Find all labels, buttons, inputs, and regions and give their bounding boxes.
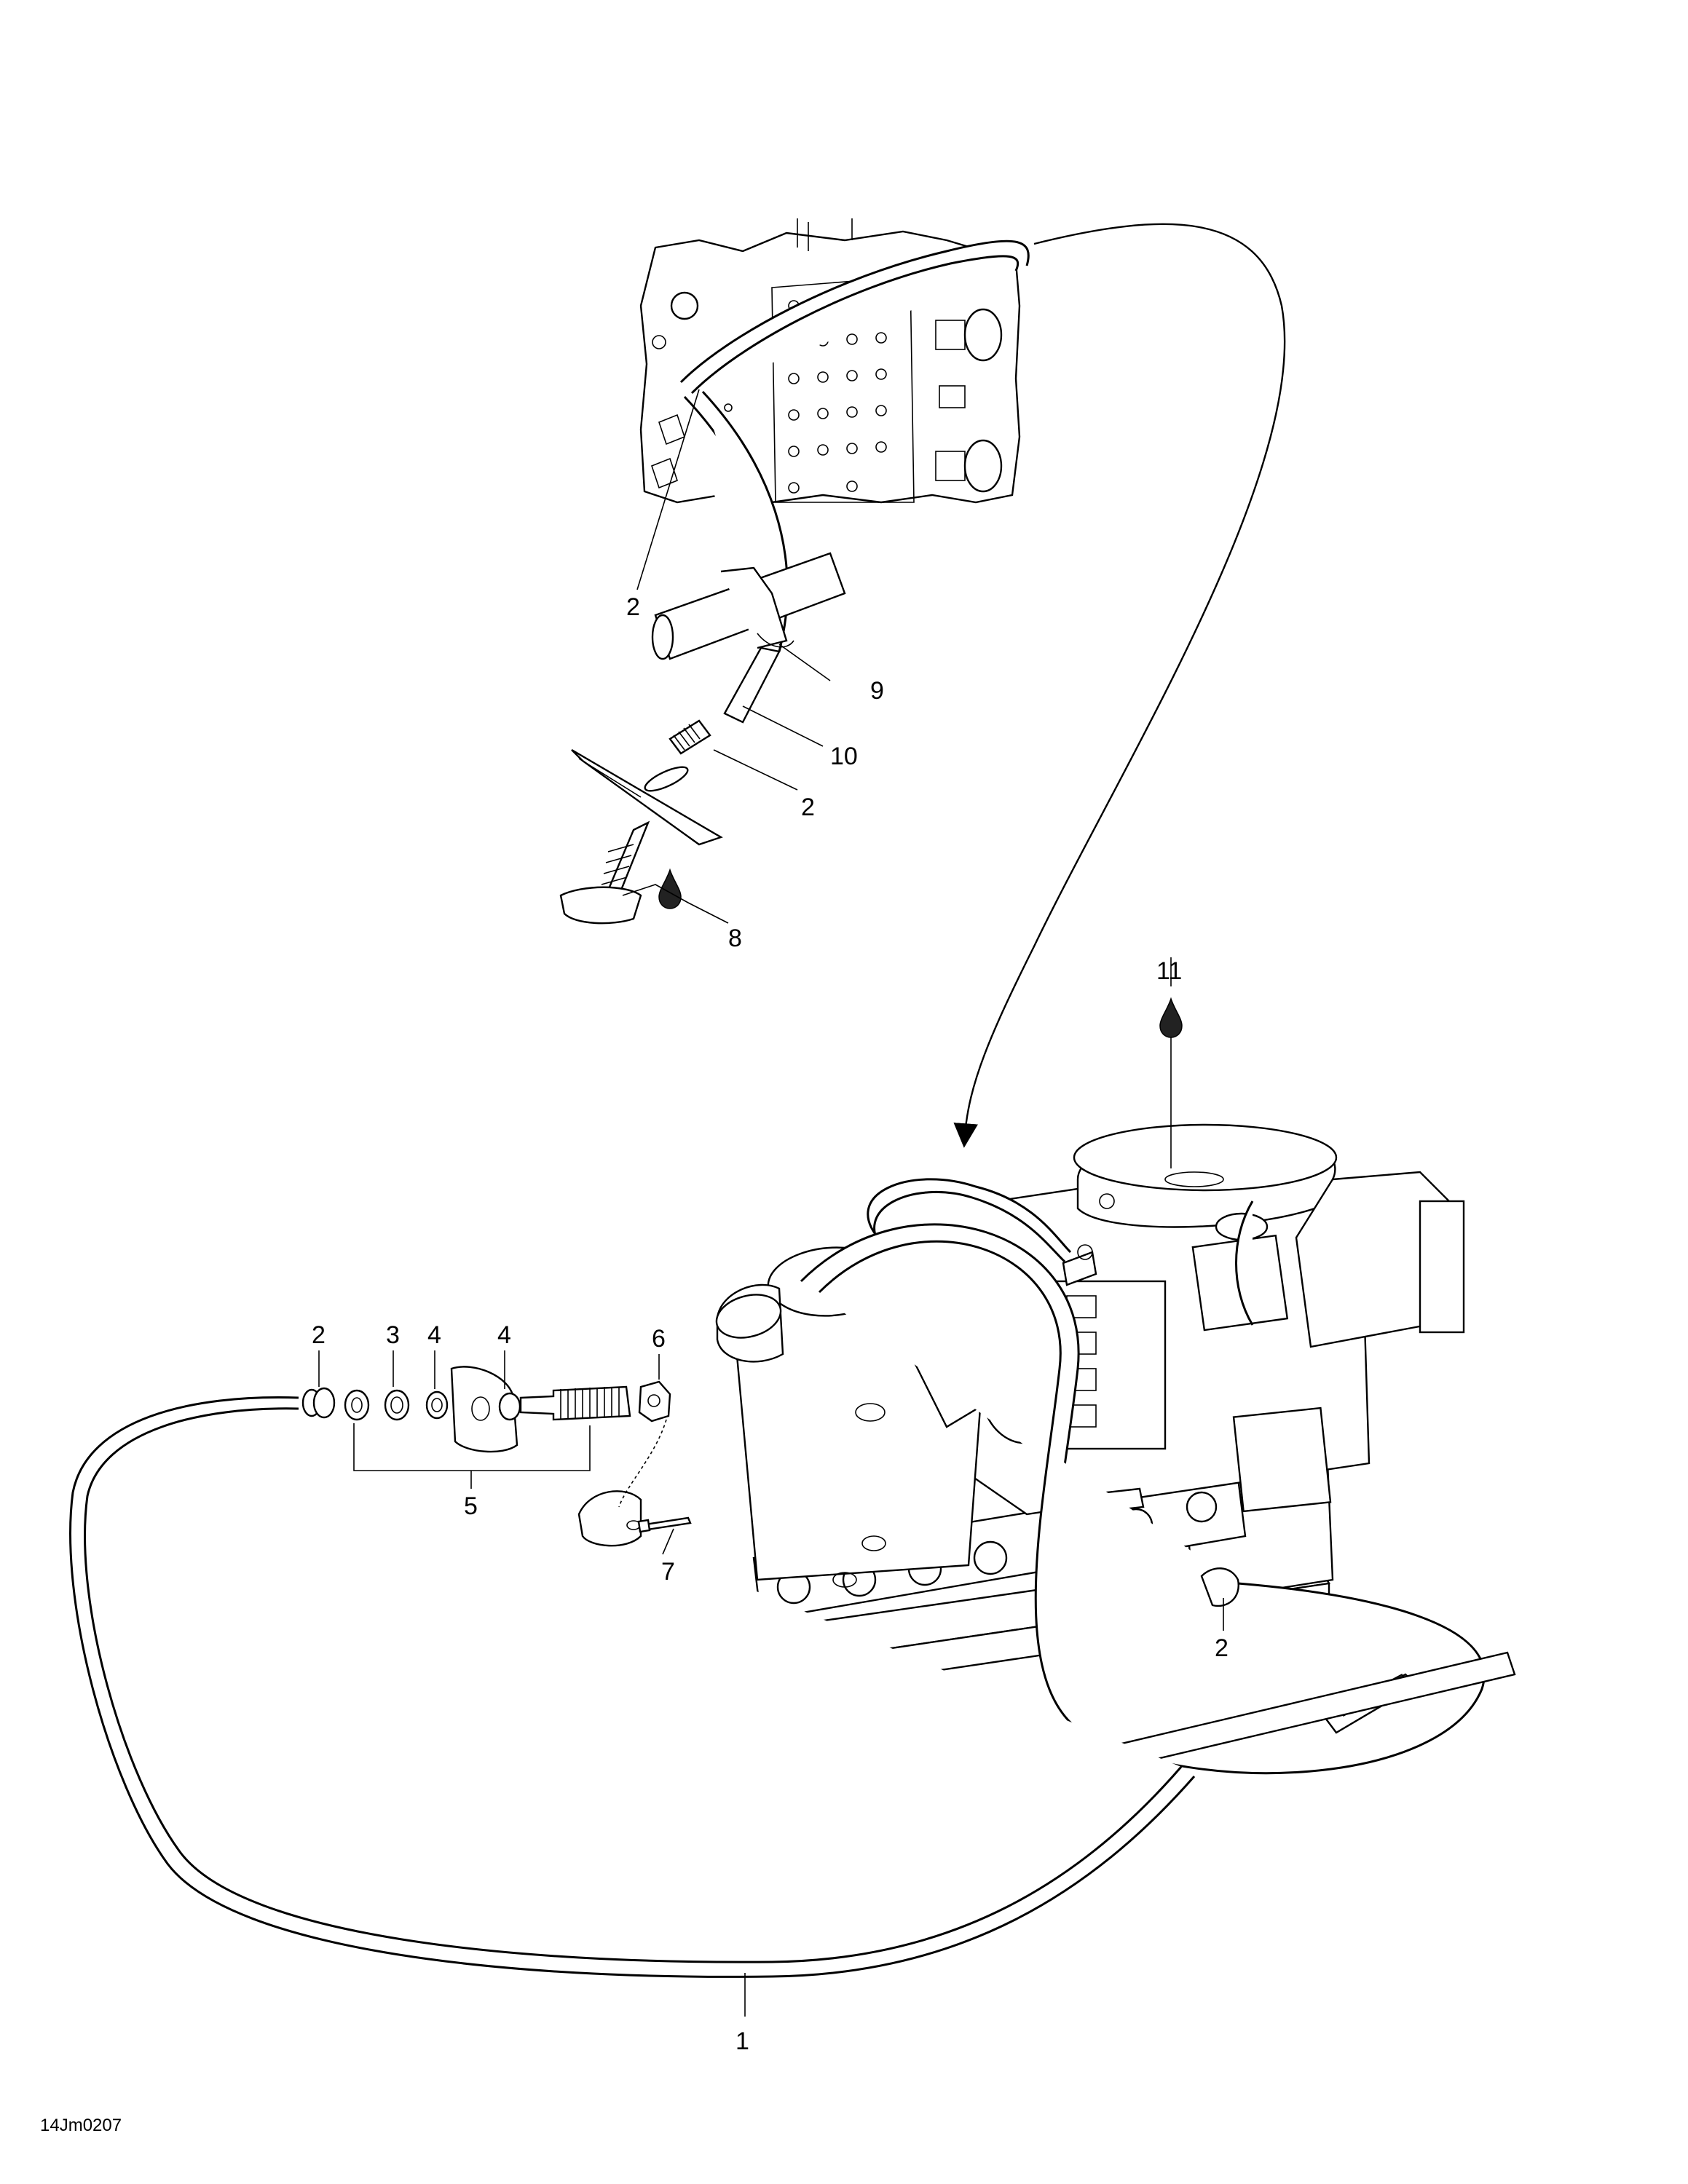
callout-2-upper: 2 [626, 593, 640, 621]
washer-4b [498, 1392, 521, 1421]
cap-6 [638, 1380, 671, 1423]
mount-plate [450, 1366, 518, 1453]
callout-2-left: 2 [312, 1321, 326, 1349]
fitting-assembly [559, 719, 723, 925]
callout-11: 11 [1156, 957, 1182, 985]
long-hose-1 [69, 1396, 1196, 1978]
leader-lines [318, 389, 1224, 2017]
callout-1: 1 [735, 2027, 749, 2055]
callout-6: 6 [652, 1325, 666, 1353]
clamp-tube-9 [651, 552, 846, 660]
callout-2-fitting: 2 [801, 794, 815, 821]
callout-3: 3 [386, 1321, 400, 1349]
callout-4-second: 4 [497, 1321, 511, 1349]
left-ports [651, 291, 733, 489]
callout-9: 9 [870, 677, 884, 705]
tether-plate [577, 1490, 642, 1547]
callout-8: 8 [728, 925, 742, 952]
callout-5: 5 [464, 1492, 478, 1520]
nut-3 [344, 1389, 370, 1421]
routing-arrow [953, 223, 1286, 1148]
callout-7: 7 [661, 1558, 675, 1586]
callout-2-right: 2 [1215, 1634, 1228, 1662]
fitting-exploded [301, 1366, 692, 1547]
right-ports [935, 308, 1003, 493]
callout-10: 10 [830, 743, 858, 770]
washer-3 [384, 1389, 410, 1421]
callout-labels: 1 2 2 2 2 3 4 4 5 6 7 8 9 10 11 14Jm0207 [40, 593, 1228, 2135]
drop-icon [658, 868, 682, 909]
drop-icon [1159, 997, 1183, 1038]
washer-4 [425, 1390, 449, 1420]
sealant-drop-11 [1159, 997, 1183, 1038]
callout-4-first: 4 [427, 1321, 441, 1349]
sealant-drop-8 [658, 868, 682, 909]
upper-loop-hose [679, 240, 1030, 395]
document-code: 14Jm0207 [40, 2116, 122, 2135]
